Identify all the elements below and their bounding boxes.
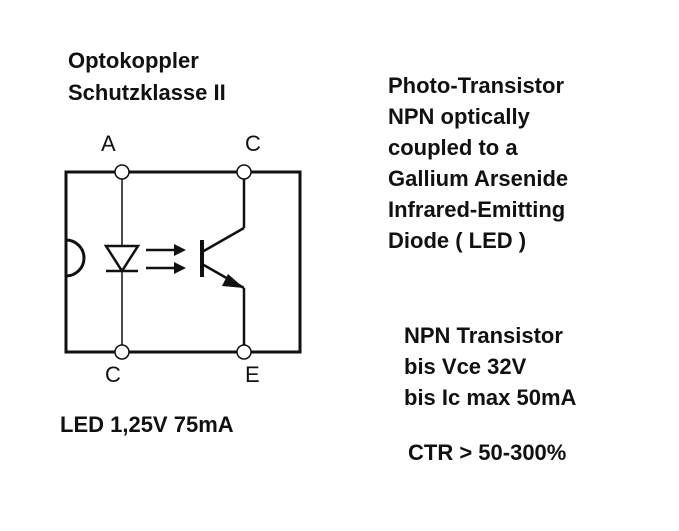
pin-label-cathode: C <box>105 362 121 387</box>
transistor-spec-line-2: bis Vce 32V <box>404 354 527 379</box>
terminal-collector <box>236 164 252 180</box>
terminal-cathode <box>114 344 130 360</box>
light-arrow-2-head <box>174 262 186 274</box>
light-arrow-1-head <box>174 244 186 256</box>
description-line-6: Diode ( LED ) <box>388 228 527 253</box>
transistor-collector-lead <box>201 226 245 254</box>
ctr-spec: CTR > 50-300% <box>408 440 567 465</box>
description-line-3: coupled to a <box>388 135 518 160</box>
title-line-1: Optokoppler <box>68 48 199 73</box>
terminal-emitter <box>236 344 252 360</box>
pin-label-collector: C <box>245 131 261 156</box>
led-diode-triangle <box>103 244 141 274</box>
led-spec: LED 1,25V 75mA <box>60 412 234 437</box>
package-outline <box>64 170 302 354</box>
description-line-4: Gallium Arsenide <box>388 166 569 191</box>
pin-label-emitter: E <box>245 362 260 387</box>
transistor-spec-line-3: bis Ic max 50mA <box>404 385 577 410</box>
transistor-spec-line-1: NPN Transistor <box>404 323 563 348</box>
description-line-5: Infrared-Emitting <box>388 197 566 222</box>
title-line-2: Schutzklasse II <box>68 80 226 105</box>
terminal-anode <box>114 164 130 180</box>
description-line-2: NPN optically <box>388 104 530 129</box>
package-notch <box>65 238 86 278</box>
description-line-1: Photo-Transistor <box>388 73 565 98</box>
emitter-arrow <box>222 274 244 288</box>
pin-label-anode: A <box>101 131 116 156</box>
